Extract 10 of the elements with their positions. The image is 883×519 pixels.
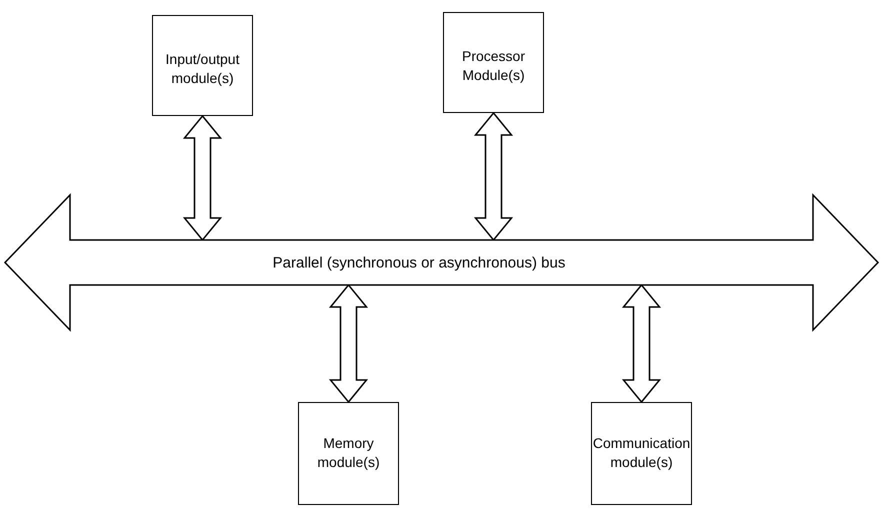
bus-arrow xyxy=(5,195,878,330)
double-arrow xyxy=(474,112,514,242)
module-box: Communication module(s) xyxy=(591,402,692,505)
double-arrow xyxy=(182,114,222,242)
module-box: Memory module(s) xyxy=(298,402,399,505)
module-box: Input/output module(s) xyxy=(152,15,253,116)
double-arrow xyxy=(328,284,368,404)
module-box: Processor Module(s) xyxy=(443,12,544,113)
bus-label: Parallel (synchronous or asynchronous) bus xyxy=(272,254,566,271)
double-arrow xyxy=(622,284,662,404)
